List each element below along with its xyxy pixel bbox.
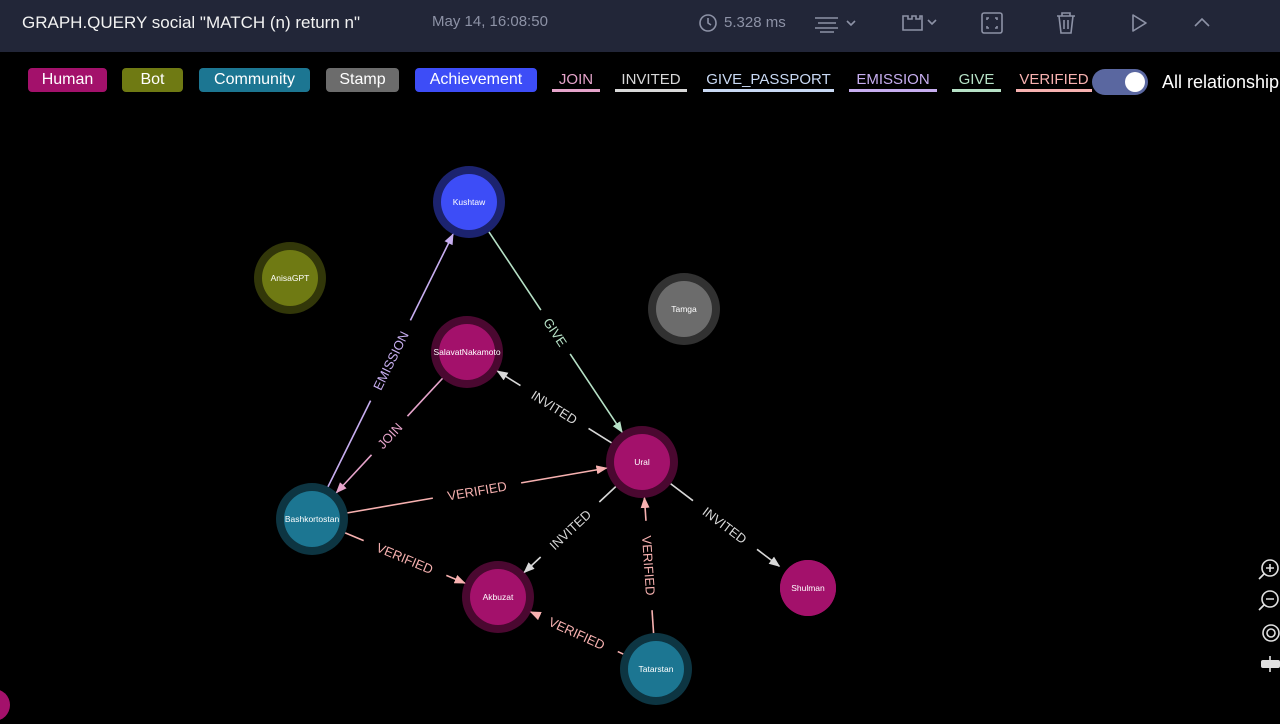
edge-label: INVITED bbox=[547, 507, 595, 553]
node-kushtaw[interactable]: Kushtaw bbox=[433, 166, 505, 238]
label-achievement[interactable]: Achievement bbox=[415, 68, 537, 92]
edge-invited[interactable]: INVITED bbox=[670, 483, 781, 567]
all-relationships-label: All relationship bbox=[1162, 72, 1280, 92]
node-anisagpt[interactable]: AnisaGPT bbox=[254, 242, 326, 314]
rel-invited[interactable]: INVITED bbox=[615, 70, 687, 92]
rel-give-passport[interactable]: GIVE_PASSPORT bbox=[703, 70, 834, 92]
label-stamp[interactable]: Stamp bbox=[326, 68, 399, 92]
toggle-knob bbox=[1125, 72, 1145, 92]
label-community[interactable]: Community bbox=[199, 68, 310, 92]
edge-label: INVITED bbox=[700, 504, 750, 547]
edge-line bbox=[521, 465, 608, 484]
edge-join[interactable]: JOIN bbox=[335, 377, 444, 494]
all-relationships-toggle[interactable] bbox=[1092, 69, 1148, 95]
fullscreen-icon[interactable] bbox=[980, 10, 1004, 36]
node-label: Akbuzat bbox=[483, 592, 514, 602]
clock-icon bbox=[697, 12, 719, 34]
center-icon[interactable] bbox=[1258, 622, 1280, 644]
execution-time: 5.328 ms bbox=[724, 14, 786, 31]
node-label: Shulman bbox=[791, 583, 825, 593]
trash-icon[interactable] bbox=[1054, 10, 1078, 36]
node-tamga[interactable]: Tamga bbox=[648, 273, 720, 345]
edge-line bbox=[347, 497, 433, 514]
edge-line bbox=[651, 610, 655, 634]
label-bot[interactable]: Bot bbox=[122, 68, 183, 92]
edge-line bbox=[756, 548, 781, 567]
rel-verified[interactable]: VERIFIED bbox=[1016, 70, 1092, 92]
edge-line bbox=[335, 454, 373, 494]
edge-line bbox=[327, 400, 372, 488]
edge-invited[interactable]: INVITED bbox=[523, 486, 617, 574]
node-label: Tatarstan bbox=[639, 664, 674, 674]
node-tatarstan[interactable]: Tatarstan bbox=[620, 633, 692, 705]
edge-line bbox=[488, 231, 542, 311]
edge-line bbox=[617, 650, 624, 655]
node-label: Kushtaw bbox=[453, 197, 486, 207]
edge-label: VERIFIED bbox=[374, 540, 435, 577]
rel-emission[interactable]: EMISSION bbox=[849, 70, 937, 92]
edge-line bbox=[406, 377, 444, 417]
node-circle bbox=[628, 641, 684, 697]
node-label: Tamga bbox=[671, 304, 697, 314]
node-label: Ural bbox=[634, 457, 650, 467]
rel-join[interactable]: JOIN bbox=[552, 70, 600, 92]
rel-give[interactable]: GIVE bbox=[952, 70, 1001, 92]
view-mode-icon[interactable] bbox=[812, 10, 858, 36]
legend-bar: Human Bot Community Stamp Achievement JO… bbox=[0, 66, 1280, 98]
fit-icon[interactable] bbox=[1258, 654, 1280, 676]
edge-verified[interactable]: VERIFIED bbox=[347, 465, 608, 514]
label-human[interactable]: Human bbox=[28, 68, 107, 92]
edge-line bbox=[523, 556, 542, 574]
query-header: GRAPH.QUERY social "MATCH (n) return n" … bbox=[0, 0, 1280, 52]
zoom-out-icon[interactable] bbox=[1258, 589, 1280, 611]
node-salavatnakamoto[interactable]: SalavatNakamoto bbox=[431, 316, 503, 388]
edge-label: VERIFIED bbox=[639, 535, 658, 596]
layout-icon[interactable] bbox=[900, 10, 940, 36]
zoom-in-icon[interactable] bbox=[1258, 558, 1280, 580]
node-circle bbox=[470, 569, 526, 625]
node-circle bbox=[656, 281, 712, 337]
node-circle bbox=[262, 250, 318, 306]
edge-line bbox=[344, 532, 364, 542]
edge-line bbox=[496, 370, 521, 387]
edge-label: VERIFIED bbox=[546, 614, 607, 653]
node-bashkortostan[interactable]: Bashkortostan bbox=[276, 483, 348, 555]
node-circle bbox=[614, 434, 670, 490]
edge-line bbox=[640, 496, 650, 521]
node-shulman[interactable]: Shulman bbox=[780, 560, 836, 616]
play-icon[interactable] bbox=[1128, 10, 1150, 36]
collapse-icon[interactable] bbox=[1190, 10, 1214, 36]
edge-invited[interactable]: INVITED bbox=[496, 370, 612, 444]
edge-label: INVITED bbox=[529, 387, 580, 427]
node-akbuzat[interactable]: Akbuzat bbox=[462, 561, 534, 633]
node-circle bbox=[284, 491, 340, 547]
query-text: GRAPH.QUERY social "MATCH (n) return n" bbox=[22, 13, 360, 32]
edge-label: GIVE bbox=[540, 315, 570, 349]
node-ural[interactable]: Ural bbox=[606, 426, 678, 498]
edge-line bbox=[670, 483, 694, 502]
edge-label: JOIN bbox=[374, 420, 405, 452]
node-circle bbox=[439, 324, 495, 380]
edge-line bbox=[446, 574, 466, 584]
edge-line bbox=[409, 233, 454, 321]
graph-canvas[interactable]: EMISSION GIVE JOIN INVITED VERIFIED VERIFIED I… bbox=[0, 100, 1280, 724]
edge-verified[interactable]: VERIFIED bbox=[344, 532, 466, 584]
edge-line bbox=[529, 611, 542, 621]
node-circle bbox=[441, 174, 497, 230]
edge-line bbox=[598, 486, 617, 503]
edge-verified[interactable]: VERIFIED bbox=[529, 611, 624, 655]
node-label: SalavatNakamoto bbox=[433, 347, 500, 357]
node-circle bbox=[780, 560, 836, 616]
edge-line bbox=[588, 427, 612, 444]
offscreen-node[interactable] bbox=[0, 689, 10, 721]
edge-label: VERIFIED bbox=[446, 478, 508, 503]
node-label: Bashkortostan bbox=[285, 514, 340, 524]
timestamp: May 14, 16:08:50 bbox=[432, 13, 548, 30]
edge-verified[interactable]: VERIFIED bbox=[639, 496, 658, 634]
edge-label: EMISSION bbox=[370, 329, 412, 393]
edge-line bbox=[569, 353, 623, 433]
node-label: AnisaGPT bbox=[271, 273, 310, 283]
